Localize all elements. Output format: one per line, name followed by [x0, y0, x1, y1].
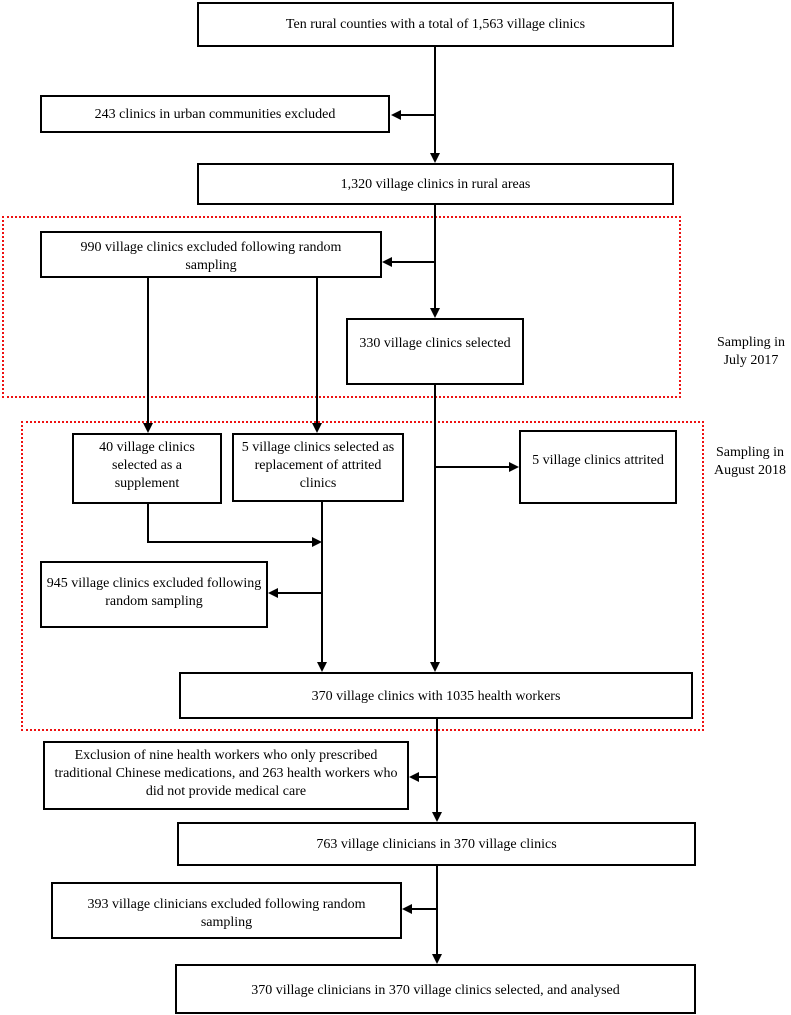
- sampling-region-2018: [21, 421, 704, 731]
- region-label-2017: Sampling in July 2017: [716, 335, 786, 368]
- box-330-selected: 330 village clinics selected: [346, 318, 524, 385]
- box-5-replacement: 5 village clinics selected as replacemen…: [232, 433, 404, 502]
- box-text: 330 village clinics selected: [359, 336, 511, 351]
- box-text: 763 village clinicians in 370 village cl…: [316, 837, 557, 852]
- box-5-attrited: 5 village clinics attrited: [519, 430, 677, 504]
- box-945-excluded: 945 village clinics excluded following r…: [40, 561, 268, 628]
- box-763-clinicians: 763 village clinicians in 370 village cl…: [177, 822, 696, 866]
- box-health-workers-excluded: Exclusion of nine health workers who onl…: [43, 741, 409, 810]
- sampling-region-2017: [2, 216, 681, 398]
- box-text: 1,320 village clinics in rural areas: [340, 177, 531, 192]
- box-text: 5 village clinics selected as replacemen…: [241, 440, 395, 491]
- box-370-clinicians-analysed: 370 village clinicians in 370 village cl…: [175, 964, 696, 1014]
- arrow-b6-merge: [147, 504, 322, 547]
- box-ten-rural-counties: Ten rural counties with a total of 1,563…: [197, 2, 674, 47]
- box-990-excluded: 990 village clinics excluded following r…: [40, 231, 382, 278]
- box-text: 990 village clinics excluded following r…: [80, 240, 342, 273]
- box-text: 5 village clinics attrited: [532, 453, 664, 468]
- box-393-excluded: 393 village clinicians excluded followin…: [51, 882, 402, 939]
- box-text: 40 village clinics selected as a supplem…: [99, 440, 195, 491]
- box-text: 370 village clinicians in 370 village cl…: [251, 983, 620, 998]
- box-text: Ten rural counties with a total of 1,563…: [285, 17, 586, 32]
- box-text: Exclusion of nine health workers who onl…: [54, 748, 398, 799]
- box-text: 370 village clinics with 1035 health wor…: [311, 689, 561, 704]
- box-text: 393 village clinicians excluded followin…: [87, 897, 366, 930]
- box-rural-clinics: 1,320 village clinics in rural areas: [197, 163, 674, 205]
- box-urban-clinics-excluded: 243 clinics in urban communities exclude…: [40, 95, 390, 133]
- box-text: 243 clinics in urban communities exclude…: [94, 107, 336, 122]
- region-label-2018: Sampling in August 2018: [714, 445, 786, 478]
- box-text: 945 village clinics excluded following r…: [46, 576, 262, 609]
- box-370-clinics-1035-workers: 370 village clinics with 1035 health wor…: [179, 672, 693, 719]
- box-40-supplement: 40 village clinics selected as a supplem…: [72, 433, 222, 504]
